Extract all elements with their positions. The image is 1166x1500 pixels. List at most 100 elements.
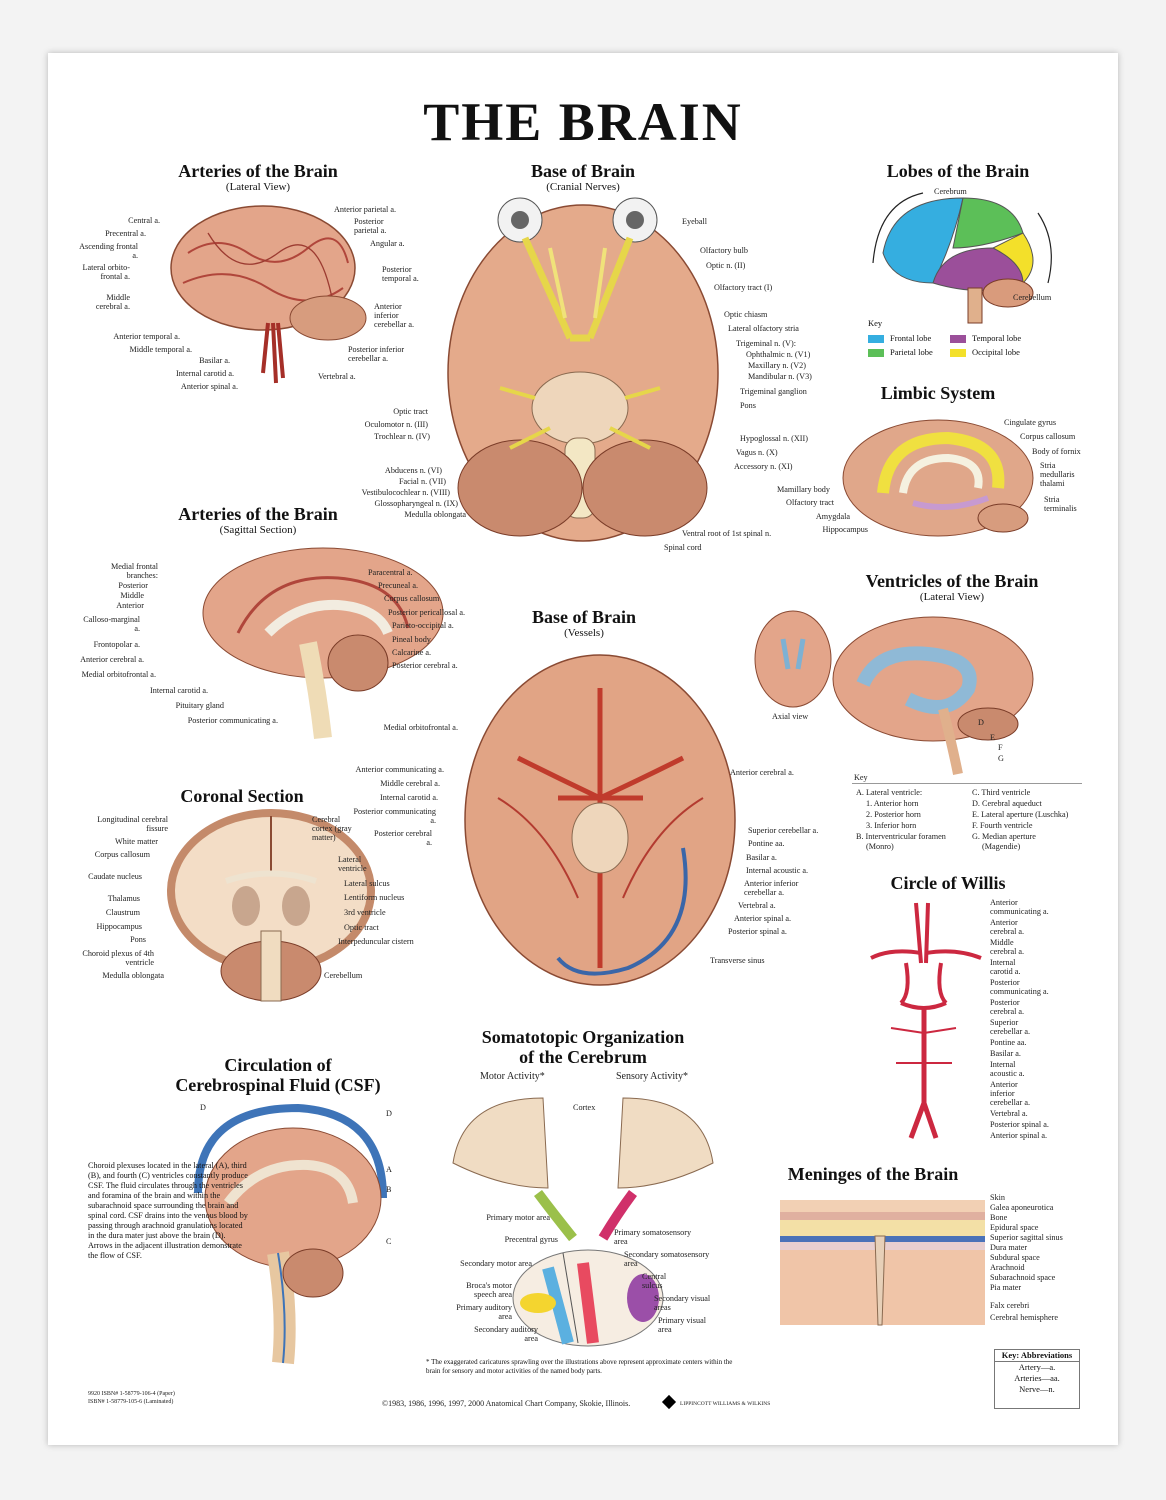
csf-letter-b: B — [386, 1185, 392, 1194]
label-pituitary: Pituitary gland — [175, 701, 224, 710]
label-olfactory-tract: Olfactory tract (I) — [714, 283, 773, 292]
label-anterior-cerebral-v: Anterior cerebral a. — [730, 768, 794, 777]
label-medial-orbitofrontal: Medial orbitofrontal a. — [81, 670, 156, 679]
mening-epidural: Epidural space — [990, 1223, 1039, 1232]
label-white-matter: White matter — [115, 837, 158, 846]
label-primary-visual: Primary visual area — [658, 1316, 706, 1334]
label-amygdala: Amygdala — [815, 512, 850, 521]
abbr-arteries: Arteries—aa. — [1014, 1373, 1060, 1383]
label-posterior-cerebral-sag: Posterior cerebral a. — [392, 661, 458, 670]
label-paracentral: Paracentral a. — [368, 568, 413, 577]
mening-arachnoid: Arachnoid — [990, 1263, 1025, 1272]
willis-ant-inf-cerebellar: Anterior inferior cerebellar a. — [990, 1080, 1030, 1107]
label-anterior-spinal-v: Anterior spinal a. — [734, 914, 792, 923]
vkey-a3: 3. Inferior horn — [866, 821, 917, 830]
csf-description: Choroid plexuses located in the lateral … — [88, 1161, 248, 1260]
csf-letter-d2: D — [386, 1109, 392, 1118]
label-optic-n: Optic n. (II) — [706, 261, 746, 270]
label-sag-middle: Middle — [120, 591, 144, 600]
label-posterior-communicating-sag: Posterior communicating a. — [187, 716, 278, 725]
label-trigeminal-ganglion: Trigeminal ganglion — [740, 387, 807, 396]
label-secondary-motor: Secondary motor area — [460, 1259, 532, 1268]
label-lateral-orbito: Lateral orbito-frontal a. — [82, 263, 130, 281]
key-occipital: Occipital lobe — [950, 347, 1040, 358]
key-frontal: Frontal lobe — [868, 333, 958, 344]
abbr-nerve: Nerve—n. — [1019, 1384, 1055, 1394]
label-posterior-communicating-v: Posterior communicating a. — [353, 807, 436, 825]
isbn-laminated: ISBN# 1-58779-105-6 (Laminated) — [88, 1399, 174, 1405]
label-vertebral: Vertebral a. — [318, 372, 356, 381]
label-superior-cerebellar-v: Superior cerebellar a. — [748, 826, 819, 835]
label-secondary-auditory: Secondary auditory area — [474, 1325, 538, 1343]
label-corpus-callosum-cor: Corpus callosum — [94, 850, 150, 859]
page-title: THE BRAIN — [423, 92, 743, 152]
heading-arteries-sagittal: Arteries of the Brain(Sagittal Section) — [178, 504, 338, 536]
label-anterior-parietal: Anterior parietal a. — [334, 205, 397, 214]
label-choroid-plexus: Choroid plexus of 4th ventricle — [82, 949, 154, 967]
heading-meninges: Meninges of the Brain — [787, 1164, 959, 1184]
label-corpus-callosum-limbic: Corpus callosum — [1020, 432, 1076, 441]
vkey-a1: 1. Anterior horn — [866, 799, 919, 808]
label-lateral-ventricle: Lateral ventricle — [338, 855, 367, 873]
mening-galea: Galea aponeurotica — [990, 1203, 1054, 1212]
vkey-g: G. Median aperture — [972, 832, 1036, 841]
label-calcarine: Calcarine a. — [392, 648, 432, 657]
willis-middle-cerebral: Middle cerebral a. — [990, 938, 1025, 956]
label-optic-tract-cor: Optic tract — [344, 923, 379, 932]
swatch-occipital — [950, 349, 966, 358]
coronal-illustration — [167, 809, 375, 1002]
vkey-b2: (Monro) — [866, 842, 894, 851]
vkey-b: B. Interventricular foramen — [856, 832, 946, 841]
heading-base-nerves: Base of Brain(Cranial Nerves) — [530, 161, 635, 193]
label-internal-carotid: Internal carotid a. — [176, 369, 234, 378]
label-hippocampus-cor: Hippocampus — [96, 922, 142, 931]
arteries-lateral-illustration — [170, 205, 367, 384]
label-lateral-olfactory-stria: Lateral olfactory stria — [728, 324, 799, 333]
label-medial-orbitofrontal-v: Medial orbitofrontal a. — [383, 723, 458, 732]
label-lateral-sulcus: Lateral sulcus — [344, 879, 390, 888]
label-maxillary-n: Maxillary n. (V2) — [748, 361, 806, 370]
label-posterior-parietal: Posterior parietal a. — [354, 217, 387, 235]
label-internal-carotid-v: Internal carotid a. — [380, 793, 438, 802]
willis-internal-acoustic: Internal acoustic a. — [990, 1060, 1025, 1078]
heading-ventricles: Ventricles of the Brain(Lateral View) — [865, 571, 1039, 603]
label-olfactory-tract-limbic: Olfactory tract — [786, 498, 834, 507]
label-anterior-spinal: Anterior spinal a. — [180, 382, 238, 391]
label-calloso-marginal: Calloso-marginal a. — [83, 615, 140, 633]
label-mamillary: Mamillary body — [777, 485, 830, 494]
motor-activity-label: Motor Activity* — [480, 1071, 545, 1082]
vkey-e: E. Lateral aperture (Luschka) — [972, 810, 1069, 819]
ventricle-letter-g: G — [998, 754, 1004, 763]
label-olfactory-bulb: Olfactory bulb — [700, 246, 748, 255]
label-primary-motor: Primary motor area — [486, 1213, 550, 1222]
ventricle-letter-f: F — [998, 743, 1003, 752]
vkey-g2: (Magendie) — [982, 842, 1021, 851]
label-glossopharyngeal-n: Glossopharyngeal n. (IX) — [374, 499, 458, 508]
willis-sup-cerebellar: Superior cerebellar a. — [990, 1018, 1030, 1036]
willis-basilar: Basilar a. — [990, 1049, 1021, 1058]
label-cerebrum: Cerebrum — [934, 187, 967, 196]
csf-letter-c: C — [386, 1237, 392, 1246]
label-vestibulocochlear-n: Vestibulocochlear n. (VIII) — [361, 488, 450, 497]
key-temporal: Temporal lobe — [950, 333, 1040, 344]
copyright: ©1983, 1986, 1996, 1997, 2000 Anatomical… — [382, 1399, 631, 1408]
label-ascending-frontal: Ascending frontal a. — [79, 242, 138, 260]
publisher-logo-icon — [661, 1394, 677, 1410]
label-stria-terminalis: Stria terminalis — [1044, 495, 1077, 513]
label-pons: Pons — [740, 401, 756, 410]
footnote: * The exaggerated caricatures sprawling … — [426, 1358, 733, 1375]
csf-letter-d1: D — [200, 1103, 206, 1112]
label-ophthalmic-n: Ophthalmic n. (V1) — [746, 350, 811, 359]
willis-vertebral: Vertebral a. — [990, 1109, 1028, 1118]
label-vertebral-v: Vertebral a. — [738, 901, 776, 910]
heading-base-vessels: Base of Brain(Vessels) — [531, 607, 636, 639]
vkey-c: C. Third ventricle — [972, 788, 1031, 797]
label-parieto-occipital: Parieto-occipital a. — [392, 621, 454, 630]
swatch-frontal — [868, 335, 884, 344]
label-posterior-spinal-v: Posterior spinal a. — [728, 927, 787, 936]
label-brocas: Broca's motor speech area — [466, 1281, 512, 1299]
label-optic-tract: Optic tract — [393, 407, 428, 416]
label-basilar-v: Basilar a. — [746, 853, 777, 862]
mening-pia: Pia mater — [990, 1283, 1022, 1292]
arteries-sagittal-illustration — [202, 547, 444, 739]
